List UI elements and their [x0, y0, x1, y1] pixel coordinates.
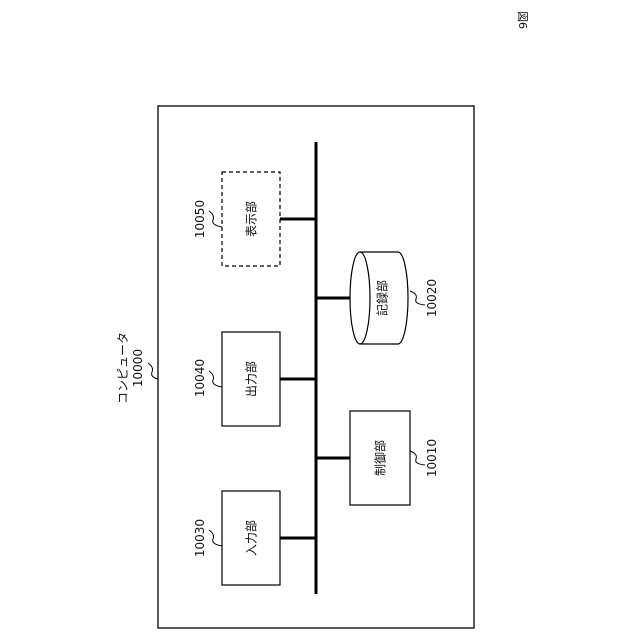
input-label: 入力部: [244, 520, 259, 556]
display-ref: 10050: [193, 200, 207, 238]
output-label: 出力部: [244, 361, 259, 397]
output-leader-line: [209, 371, 222, 387]
control-leader-line: [410, 451, 425, 465]
display-leader-line: [209, 211, 222, 227]
output-ref: 10040: [193, 359, 207, 397]
input-ref: 10030: [193, 519, 207, 557]
storage-leader-line: [410, 291, 425, 305]
computer-label: コンピュータ: [116, 332, 130, 404]
computer-ref: 10000: [131, 349, 145, 387]
figure-label: 図6: [516, 11, 529, 29]
input-leader-line: [209, 530, 222, 546]
storage-ref: 10020: [425, 279, 439, 317]
storage-label: 記録部: [375, 280, 390, 316]
control-label: 制御部: [373, 440, 388, 476]
computer-leader-line: [148, 363, 158, 379]
control-ref: 10010: [425, 439, 439, 477]
display-label: 表示部: [244, 201, 259, 237]
